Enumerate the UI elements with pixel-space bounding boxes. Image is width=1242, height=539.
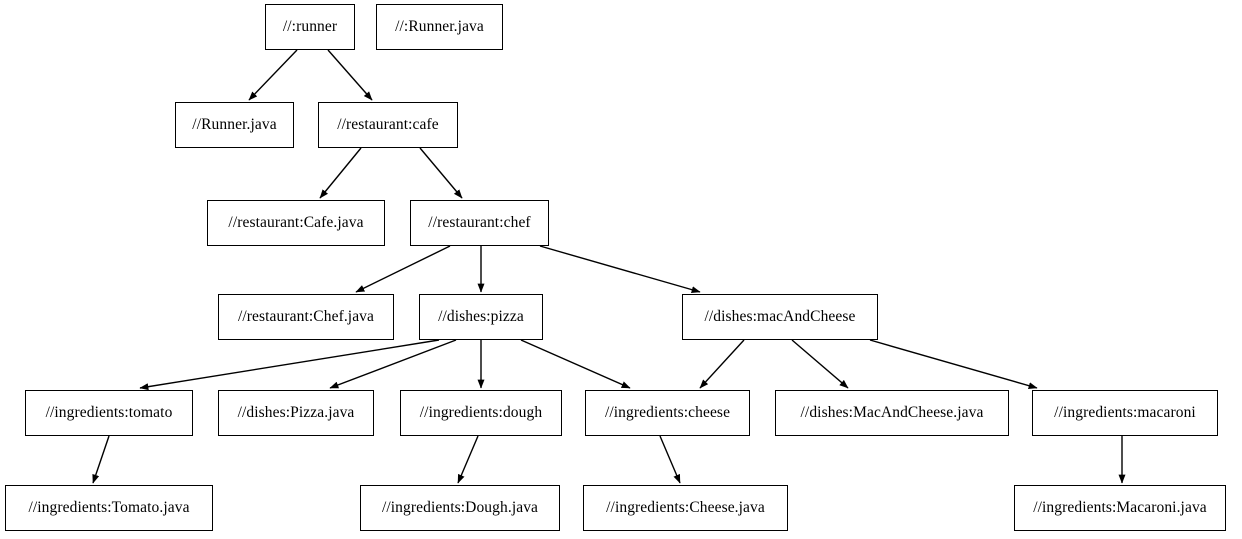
graph-node-label: //restaurant:Cafe.java bbox=[228, 214, 364, 232]
graph-node-macaroni_java[interactable]: //ingredients:Macaroni.java bbox=[1014, 485, 1226, 531]
graph-node-ing_cheese[interactable]: //ingredients:cheese bbox=[585, 390, 750, 436]
graph-node-label: //dishes:pizza bbox=[438, 308, 524, 326]
graph-node-tomato_java[interactable]: //ingredients:Tomato.java bbox=[5, 485, 213, 531]
graph-node-ing_dough[interactable]: //ingredients:dough bbox=[400, 390, 562, 436]
graph-edge bbox=[248, 49, 298, 101]
graph-node-label: //dishes:Pizza.java bbox=[237, 404, 355, 422]
graph-edge bbox=[92, 435, 110, 484]
graph-edge bbox=[520, 339, 631, 389]
graph-node-label: //ingredients:macaroni bbox=[1054, 404, 1196, 422]
graph-node-label: //ingredients:Tomato.java bbox=[28, 499, 190, 517]
graph-node-label: //:Runner.java bbox=[395, 18, 484, 36]
graph-node-label: //ingredients:tomato bbox=[45, 404, 173, 422]
graph-node-dishes_mac[interactable]: //dishes:macAndCheese bbox=[682, 294, 878, 340]
graph-node-restaurant_chef[interactable]: //restaurant:chef bbox=[410, 200, 549, 246]
graph-node-chef_java[interactable]: //restaurant:Chef.java bbox=[218, 294, 394, 340]
graph-node-runner_java_root[interactable]: //:Runner.java bbox=[376, 4, 503, 50]
graph-node-cafe_java[interactable]: //restaurant:Cafe.java bbox=[207, 200, 385, 246]
graph-edge bbox=[699, 339, 745, 389]
graph-node-label: //dishes:MacAndCheese.java bbox=[800, 404, 984, 422]
graph-node-label: //ingredients:dough bbox=[419, 404, 543, 422]
graph-node-label: //restaurant:chef bbox=[428, 214, 531, 232]
graph-node-ing_macaroni[interactable]: //ingredients:macaroni bbox=[1032, 390, 1218, 436]
graph-edge bbox=[329, 339, 457, 389]
graph-edge bbox=[327, 49, 373, 101]
graph-node-dough_java[interactable]: //ingredients:Dough.java bbox=[360, 485, 560, 531]
graph-edge bbox=[659, 435, 681, 484]
graph-node-label: //dishes:macAndCheese bbox=[704, 308, 856, 326]
graph-node-label: //restaurant:Chef.java bbox=[237, 308, 375, 326]
graph-node-label: //ingredients:cheese bbox=[604, 404, 731, 422]
graph-edge bbox=[457, 435, 479, 484]
graph-node-mac_java[interactable]: //dishes:MacAndCheese.java bbox=[775, 390, 1009, 436]
graph-node-runner[interactable]: //:runner bbox=[265, 4, 355, 50]
graph-node-dishes_pizza[interactable]: //dishes:pizza bbox=[419, 294, 543, 340]
graph-node-ing_tomato[interactable]: //ingredients:tomato bbox=[25, 390, 193, 436]
graph-edge bbox=[419, 147, 463, 199]
graph-node-label: //:runner bbox=[282, 18, 338, 36]
graph-edge bbox=[539, 245, 701, 294]
graph-edge bbox=[319, 147, 362, 199]
graph-node-label: //Runner.java bbox=[192, 116, 277, 134]
graph-node-label: //ingredients:Dough.java bbox=[381, 499, 539, 517]
graph-node-label: //restaurant:cafe bbox=[337, 116, 439, 134]
graph-node-runner_java[interactable]: //Runner.java bbox=[175, 102, 294, 148]
graph-node-pizza_java[interactable]: //dishes:Pizza.java bbox=[218, 390, 374, 436]
graph-edge bbox=[791, 339, 849, 389]
graph-edge bbox=[869, 339, 1038, 390]
graph-node-label: //ingredients:Cheese.java bbox=[606, 499, 765, 517]
graph-node-cheese_java[interactable]: //ingredients:Cheese.java bbox=[583, 485, 788, 531]
graph-node-label: //ingredients:Macaroni.java bbox=[1033, 499, 1207, 517]
graph-edge bbox=[355, 245, 451, 293]
graph-node-restaurant_cafe[interactable]: //restaurant:cafe bbox=[318, 102, 458, 148]
graph-edge bbox=[139, 339, 440, 391]
